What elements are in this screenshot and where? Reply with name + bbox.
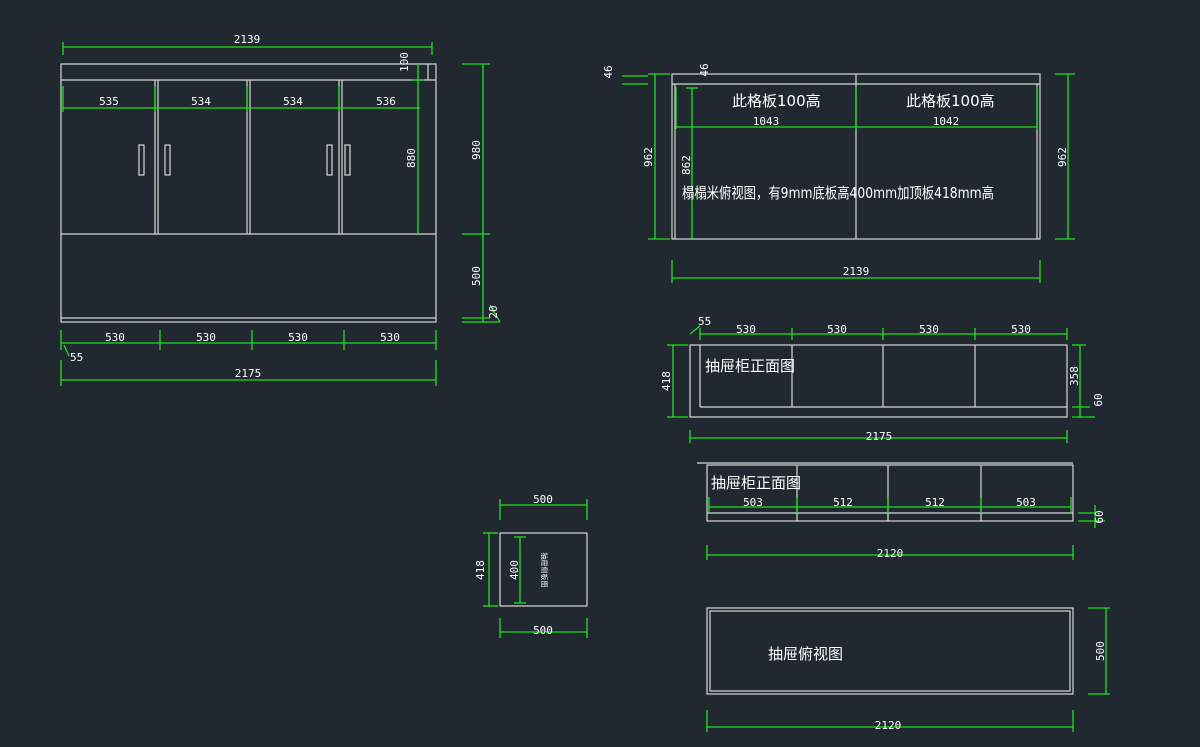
label-plan-note: 榻榻米俯视图，有9mm底板高400mm加顶板418mm高 xyxy=(682,184,994,202)
dim-bay-2: 1042 xyxy=(933,115,960,128)
dim-df1-w2: 530 xyxy=(827,323,847,336)
label-shelf-left: 此格板100高 xyxy=(732,92,821,110)
label-drawer-front-2: 抽屉柜正面图 xyxy=(711,474,801,492)
label-shelf-right: 此格板100高 xyxy=(906,92,995,110)
dim-plan-inner-small: 46 xyxy=(698,63,711,76)
dim-df1-plinth: 60 xyxy=(1092,393,1105,406)
dim-door-1: 535 xyxy=(99,95,119,108)
dim-df1-overall: 2175 xyxy=(866,430,893,443)
drawer-plan-outline xyxy=(706,607,1074,695)
dim-plan-left-small: 46 xyxy=(602,65,615,78)
dim-side-bottom: 500 xyxy=(533,624,553,637)
dim-inner-height: 880 xyxy=(405,148,418,168)
dim-plan-overall: 2139 xyxy=(843,265,870,278)
dim-df2-w3: 512 xyxy=(925,496,945,509)
dim-plan-inner-height: 862 xyxy=(680,155,693,175)
dim-df2-w2: 512 xyxy=(833,496,853,509)
dim-base-height: 500 xyxy=(470,266,483,286)
dim-drawer-plan-width: 2120 xyxy=(875,719,902,732)
dim-plan-left-height: 962 xyxy=(642,147,655,167)
dim-bottom-2: 530 xyxy=(196,331,216,344)
door-handle xyxy=(138,144,145,176)
drawer-front-1-outline xyxy=(689,344,1068,418)
dim-top-gap: 100 xyxy=(398,52,411,72)
dim-side-top: 500 xyxy=(533,493,553,506)
plan-view: 1043 1042 862 46 962 46 962 2139 此格板100高… xyxy=(602,63,1075,283)
dim-bottom-1: 530 xyxy=(105,331,125,344)
label-drawer-plan: 抽屉俯视图 xyxy=(768,645,843,663)
side-box: 500 418 400 抽屉侧板图 500 xyxy=(474,493,588,638)
dim-df2-overall: 2120 xyxy=(877,547,904,560)
door-handle xyxy=(164,144,171,176)
front-view: 2139 535 534 534 536 100 880 980 500 20 … xyxy=(60,33,501,386)
dim-total-height: 980 xyxy=(470,140,483,160)
dim-top-width: 2139 xyxy=(234,33,261,46)
drawer-front-1: 抽屉柜正面图 55 530 530 530 530 418 358 60 217… xyxy=(660,315,1105,443)
dim-side-inner: 400 xyxy=(508,560,521,580)
dim-offset: 55 xyxy=(70,351,83,364)
drawer-front-2-outline xyxy=(706,464,1074,522)
dim-bottom-3: 530 xyxy=(288,331,308,344)
door-handle xyxy=(344,144,351,176)
dim-plan-right-height: 962 xyxy=(1056,147,1069,167)
label-side-vertical: 抽屉侧板图 xyxy=(540,553,549,588)
dim-door-4: 536 xyxy=(376,95,396,108)
dim-df2-w1: 503 xyxy=(743,496,763,509)
dim-side-height: 418 xyxy=(474,560,487,580)
dim-df2-plinth: 60 xyxy=(1093,510,1106,523)
drawer-plan: 抽屉俯视图 500 2120 xyxy=(706,607,1110,732)
dim-df1-height: 418 xyxy=(660,371,673,391)
dim-bottom-4: 530 xyxy=(380,331,400,344)
dim-df1-w4: 530 xyxy=(1011,323,1031,336)
door-handle xyxy=(326,144,333,176)
dim-foot-height: 20 xyxy=(487,305,500,318)
cabinet-outline xyxy=(60,63,437,323)
label-drawer-front-1: 抽屉柜正面图 xyxy=(705,357,795,375)
dim-df1-w1: 530 xyxy=(736,323,756,336)
dim-door-3: 534 xyxy=(283,95,303,108)
dim-door-2: 534 xyxy=(191,95,211,108)
dim-df1-w3: 530 xyxy=(919,323,939,336)
side-box-outline xyxy=(499,532,588,607)
dim-df2-w4: 503 xyxy=(1016,496,1036,509)
dim-df1-offset: 55 xyxy=(698,315,711,328)
drawer-front-2: 抽屉柜正面图 503 512 512 503 60 2120 xyxy=(697,462,1106,560)
dim-overall-width: 2175 xyxy=(235,367,262,380)
dim-df1-inner-height: 358 xyxy=(1068,366,1081,386)
dim-bay-1: 1043 xyxy=(753,115,780,128)
dim-plan-depth: 500 xyxy=(1094,641,1107,661)
